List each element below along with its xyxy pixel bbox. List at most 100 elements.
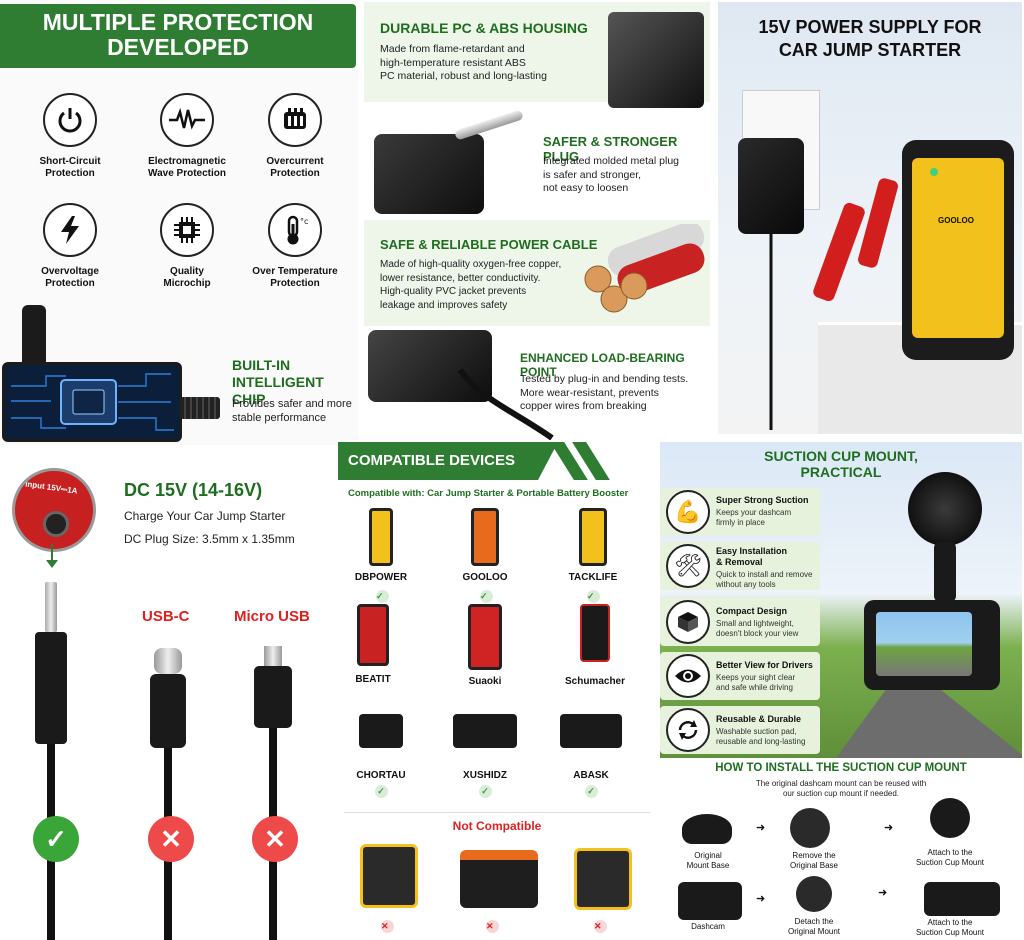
booster-2: [460, 850, 538, 908]
micro-body: [254, 666, 292, 728]
connector-panel: Input 15V⎓1A DC 15V (14-16V) Charge Your…: [0, 450, 334, 940]
cross-icon: ✕: [594, 920, 607, 933]
copper-wire-image: [584, 224, 705, 313]
protection-title: MULTIPLE PROTECTION DEVELOPED: [42, 9, 314, 60]
check-icon: ✓: [33, 816, 79, 862]
micro-tip: [264, 646, 282, 666]
compatible-subtitle: Compatible with: Car Jump Starter & Port…: [348, 488, 629, 499]
load-title: ENHANCED LOAD-BEARING POINT: [520, 351, 685, 379]
usbc-body: [150, 674, 186, 748]
device-xushidz: XUSHIDZ ✓: [430, 714, 540, 799]
check-icon: ✓: [480, 590, 493, 603]
circuit-illustration: [11, 373, 174, 431]
port-label: Input 15V⎓1A: [24, 479, 79, 496]
cable-desc: Made of high-quality oxygen-free copper,…: [380, 259, 562, 311]
cable-strain-relief: [180, 397, 220, 419]
howto-sub: The original dashcam mount can be reused…: [755, 779, 927, 798]
suction-panel: SUCTION CUP MOUNT,PRACTICAL 💪 Super Stro…: [660, 442, 1022, 940]
device-gooloo: GOOLOO: [430, 508, 540, 583]
dc-title: DC 15V (14-16V): [124, 480, 263, 500]
arrow-right-icon: ➜: [878, 887, 888, 899]
usbc-label: USB-C: [142, 608, 190, 625]
jump-starter-brand: GOOLOO: [938, 216, 974, 225]
device-suaoki: Suaoki: [430, 604, 540, 687]
divider: [344, 812, 650, 813]
jump-starter: GOOLOO: [902, 140, 1014, 360]
thermometer-icon: °c: [268, 203, 322, 257]
arrow-right-icon: ➜: [756, 822, 766, 834]
device-tacklife: TACKLIFE: [538, 508, 648, 583]
cross-icon: ✕: [148, 816, 194, 862]
fuse-icon: [268, 93, 322, 147]
suction-cup-image: [908, 472, 982, 546]
arrow-head: [46, 560, 58, 568]
muscle-icon: 💪: [666, 490, 710, 534]
suction-title: SUCTION CUP MOUNT,PRACTICAL: [764, 448, 918, 480]
banner-stripe: [538, 442, 558, 480]
plug-image: [374, 109, 524, 214]
arrow-right-icon: ➜: [756, 893, 766, 905]
howto-title: HOW TO INSTALL THE SUCTION CUP MOUNT: [715, 762, 967, 774]
step3-image: [930, 798, 970, 838]
housing-image: [608, 12, 704, 108]
cable-title: SAFE & RELIABLE POWER CABLE: [380, 237, 598, 252]
arrow-right-icon: ➜: [884, 822, 894, 834]
step6-image: [924, 882, 1000, 916]
cross-icon: ✕: [486, 920, 499, 933]
eye-icon: [666, 654, 710, 698]
svg-text:°c: °c: [300, 217, 308, 226]
power-button-icon: [43, 93, 97, 147]
check-icon: ✓: [376, 590, 389, 603]
check-icon: ✓: [587, 590, 600, 603]
mount-arm: [934, 542, 956, 602]
booster-1: [360, 844, 418, 908]
usbc-tip: [154, 648, 182, 674]
housing-title: DURABLE PC & ABS HOUSING: [380, 20, 588, 36]
dc-plug-tip: [45, 582, 57, 632]
load-desc: Tested by plug-in and bending tests.More…: [520, 373, 689, 412]
device-chortau: CHORTAU ✓: [338, 714, 436, 799]
device-dbpower: DBPOWER: [338, 508, 436, 583]
dc-sub1: Charge Your Car Jump Starter: [124, 509, 286, 523]
micro-usb-label: Micro USB: [234, 608, 310, 625]
microchip-icon: [160, 203, 214, 257]
step1-image: [682, 814, 732, 844]
device-schumacher: Schumacher: [540, 604, 650, 687]
wall-adapter: [738, 138, 804, 234]
protection-title-banner: [0, 4, 356, 68]
adapter-image: [368, 330, 492, 402]
step5-image: [796, 876, 832, 912]
compatible-title: COMPATIBLE DEVICES: [348, 452, 515, 469]
compatible-panel: COMPATIBLE DEVICES Compatible with: Car …: [338, 440, 656, 940]
tools-icon: 🛠: [666, 544, 710, 588]
dc-sub2: DC Plug Size: 3.5mm x 1.35mm: [124, 532, 295, 546]
cross-icon: ✕: [381, 920, 394, 933]
port-zoom-circle: Input 15V⎓1A: [12, 468, 96, 552]
device-abask: ABASK ✓: [536, 714, 646, 799]
booster-3: [574, 848, 632, 910]
cube-icon: [666, 600, 710, 644]
waveform-icon: [160, 93, 214, 147]
adapter-prongs: [22, 305, 46, 367]
dashcam-image: [864, 600, 1000, 690]
features-panel: DURABLE PC & ABS HOUSING Made from flame…: [362, 0, 712, 440]
cross-icon: ✕: [252, 816, 298, 862]
compatible-banner: [338, 442, 538, 480]
protection-panel: MULTIPLE PROTECTION DEVELOPED Short-Circ…: [0, 0, 358, 445]
plug-title: SAFER & STRONGER PLUG: [543, 134, 678, 164]
cable-bend-image: [457, 368, 554, 440]
recycle-icon: [666, 708, 710, 752]
arrow-down-icon: [51, 544, 53, 562]
step2-image: [790, 808, 830, 848]
